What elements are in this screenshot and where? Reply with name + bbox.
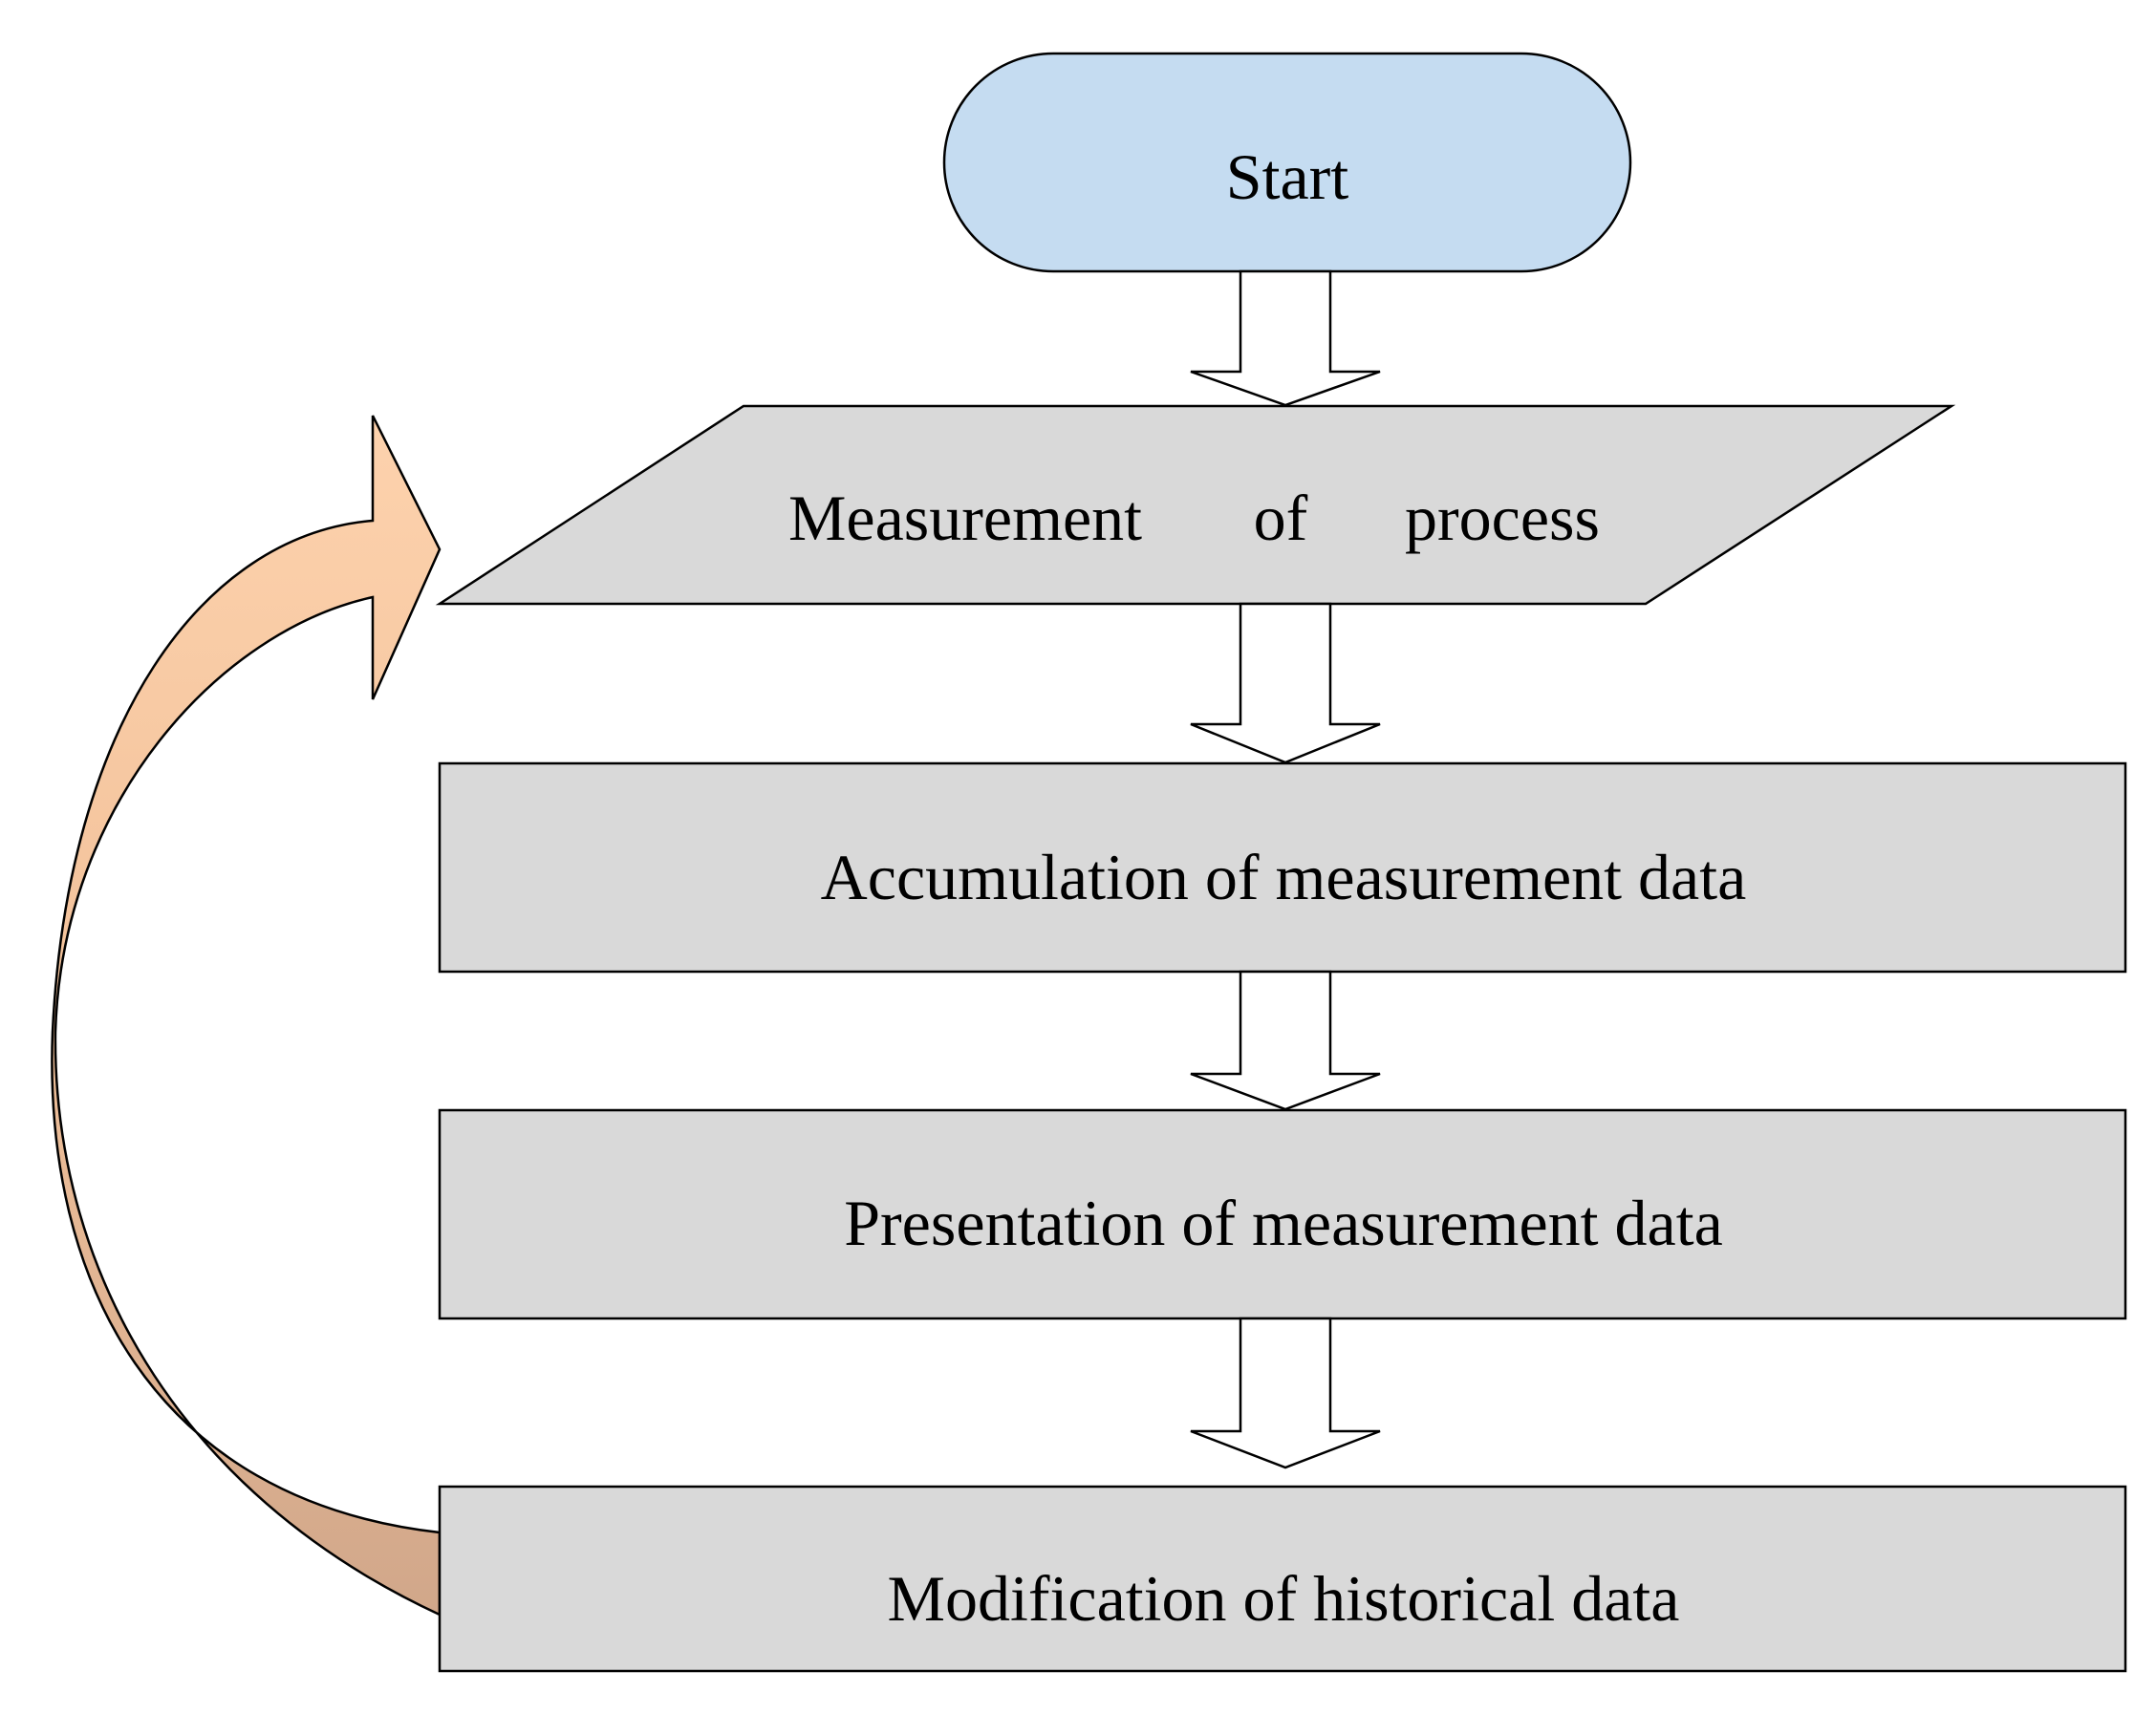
arrow-start-to-measurement [1190, 269, 1381, 407]
modification-box [438, 1485, 2127, 1673]
start-node: Start [942, 52, 1632, 273]
presentation-label: Presentation of measurement data [844, 1187, 1723, 1259]
measurement-label-word-1: Measurement [788, 482, 1142, 554]
modification-label: Modification of historical data [888, 1562, 1680, 1635]
arrow-presentation-to-modification [1190, 1317, 1381, 1469]
measurement-parallelogram-shape [435, 404, 1956, 606]
accumulation-node: Accumulation of measurement data [438, 761, 2127, 974]
feedback-loop-arrow [51, 415, 442, 1617]
accumulation-box [438, 761, 2127, 974]
start-label: Start [1226, 140, 1349, 213]
arrow-accumulation-to-presentation [1190, 970, 1381, 1111]
measurement-label-word-3: process [1405, 482, 1600, 554]
accumulation-label: Accumulation of measurement data [821, 841, 1747, 913]
presentation-node: Presentation of measurement data [438, 1108, 2127, 1320]
presentation-box [438, 1108, 2127, 1320]
measurement-node: Measurement of process [435, 404, 1956, 606]
modification-node: Modification of historical data [438, 1485, 2127, 1673]
measurement-label-word-2: of [1254, 482, 1308, 554]
arrow-measurement-to-accumulation [1190, 602, 1381, 764]
